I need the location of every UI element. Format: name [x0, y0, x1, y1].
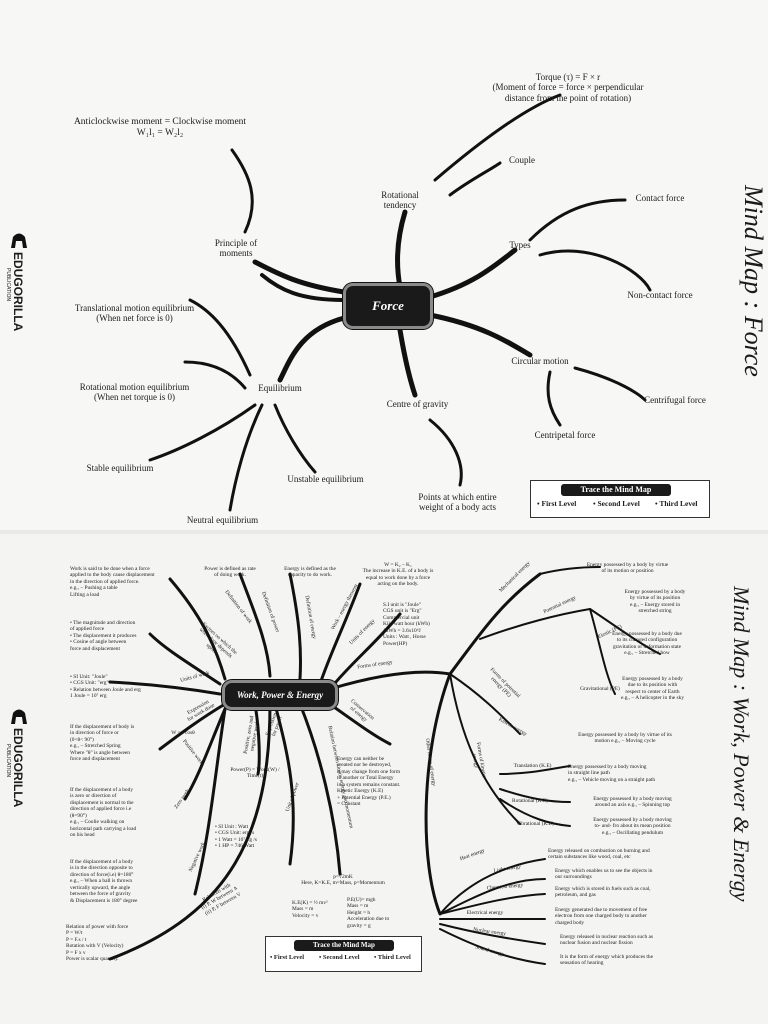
text-relation-power-force: Relation of power with force P = W/t P =…	[66, 924, 129, 963]
text-positive-work: If the displacement of body is in direct…	[70, 724, 135, 763]
node-centre-of-gravity: Centre of gravity	[386, 399, 449, 409]
brand-publication-2: PUBLICATION	[5, 744, 11, 777]
text-electrical-energy: Energy generated due to movement of free…	[555, 907, 648, 926]
force-side-title: Mind Map : Force	[739, 185, 768, 377]
text-power-definition: Power is defined as rate of doing work.	[204, 566, 256, 579]
text-heat-energy: Energy released on combustion on burning…	[548, 848, 650, 861]
text-nuclear-energy: Energy released in nuclear reaction such…	[560, 934, 653, 947]
text-chemical-energy: Energy which is stored in fuels such as …	[555, 886, 651, 899]
text-mechanical-energy: Energy possessed by a body by virtue of …	[586, 562, 669, 575]
text-kinetic-energy: Energy possessed by a body by virtue of …	[578, 732, 672, 745]
trace-legend: Trace the Mind Map • First Level • Secon…	[530, 480, 710, 518]
text-work-energy-theorem: W = K₂ – K₁ The increase in K.E. of a bo…	[362, 562, 434, 588]
label-vibrational-ke: Vibrational (K.E)	[516, 821, 554, 827]
text-vibrational-ke: Energy possessed by a body moving to- an…	[593, 817, 672, 836]
text-negative-work: If the displacement of a body is in the …	[70, 859, 138, 904]
text-ke-formula: K.E(K) = ½ mv² Mass = m Velocity = v	[292, 900, 328, 919]
node-points-entire-weight: Points at which entire weight of a body …	[418, 492, 497, 513]
brand-edugorilla: EDUGORILLA	[11, 252, 25, 332]
text-work-definition: Work is said to be done when a force app…	[70, 566, 155, 598]
text-elastic-pe: Energy possessed by a body due to its ch…	[612, 631, 682, 657]
node-couple: Couple	[509, 155, 535, 165]
node-unstable-equilibrium: Unstable equilibrium	[287, 474, 364, 484]
node-rotational-tendency: Rotational tendency	[381, 190, 419, 211]
trace-legend-2-title: Trace the Mind Map	[294, 940, 394, 951]
node-types: Types	[509, 240, 531, 250]
node-non-contact-force: Non-contact force	[627, 290, 693, 300]
text-power-si-units: • SI Unit : Watt • CGS Unit: erg /s • 1 …	[215, 824, 257, 850]
brand-publication: PUBLICATION	[5, 268, 11, 301]
text-gravitational-pe: Energy possessed by a body due to its po…	[620, 676, 685, 702]
node-principle-of-moments: Principle of moments	[214, 238, 258, 259]
text-momentum-formula: p=√2mK Here, K=K.E, m=Mass, p=Momentum	[301, 874, 385, 887]
node-circular-motion: Circular motion	[511, 356, 569, 366]
legend-2-second-level: • Second Level	[319, 954, 360, 961]
node-centrifugal-force: Centrifugal force	[644, 395, 706, 405]
text-pe-formula: P.E(U)= mgh Mass = m Height = h Accelera…	[347, 897, 390, 929]
node-rotational-equilibrium: Rotational motion equilibrium (When net …	[79, 382, 190, 403]
label-electrical-energy: Electrical energy	[466, 910, 504, 916]
node-centripetal-force: Centripetal force	[534, 430, 596, 440]
text-factors: • The magnitude and direction of applied…	[70, 620, 137, 652]
center-node-work-power-energy: Work, Power & Energy	[222, 680, 338, 710]
label-gravitational-pe: Gravitational (PE)	[580, 686, 620, 692]
trace-legend-2: Trace the Mind Map • First Level • Secon…	[265, 936, 422, 972]
legend-third-level: • Third Level	[655, 499, 698, 508]
text-potential-energy: Energy possessed by a body by virtue of …	[624, 589, 686, 615]
legend-second-level: • Second Level	[593, 499, 640, 508]
node-neutral-equilibrium: Neutral equilibrium	[186, 515, 259, 525]
node-equilibrium: Equilibrium	[258, 383, 302, 393]
work-power-energy-mind-map-page: Work, Power & Energy Work is said to be …	[0, 534, 768, 1024]
label-translation-ke: Translation (K.E)	[513, 763, 552, 769]
text-sound-energy: It is the form of energy which produces …	[560, 954, 654, 967]
text-rotational-ke: Energy possessed by a body moving around…	[593, 796, 672, 809]
trace-legend-title: Trace the Mind Map	[561, 484, 671, 496]
text-w-formula: W = Fcosθ	[171, 730, 195, 736]
text-units-of-work: • SI Unit: "Joule" • CGS Unit: "erg" • R…	[70, 674, 141, 700]
legend-first-level: • First Level	[537, 499, 577, 508]
force-mind-map-page: Force Torque (τ) = F × r (Moment of forc…	[0, 0, 768, 530]
gorilla-logo-icon	[11, 233, 27, 248]
text-translation-ke: Energy possessed by a body moving in str…	[568, 764, 656, 783]
node-stable-equilibrium: Stable equilibrium	[86, 463, 154, 473]
gorilla-logo-icon-2	[11, 709, 27, 724]
text-energy-definition: Energy is defined as the capacity to do …	[284, 566, 336, 579]
wpe-side-title: Mind Map : Work, Power & Energy	[729, 586, 754, 902]
text-light-energy: Energy which enables us to see the objec…	[555, 868, 653, 881]
node-torque: Torque (τ) = F × r (Moment of force = fo…	[492, 72, 644, 103]
text-power-formula: Power(P) = Work(W) / Time(t)	[230, 767, 280, 780]
node-translational-equilibrium: Translational motion equilibrium (When n…	[74, 303, 195, 324]
text-zero-work: If the displacement of a body is zero or…	[70, 787, 137, 839]
label-rotational-ke: Rotational (K.E)	[512, 798, 548, 804]
legend-2-third-level: • Third Level	[374, 954, 411, 961]
force-branch-lines	[148, 93, 652, 512]
center-node-force: Force	[343, 283, 433, 329]
node-moment-equation: Anticlockwise moment = Clockwise moment …	[73, 117, 247, 138]
brand-edugorilla-2: EDUGORILLA	[11, 728, 25, 808]
wpe-branch-lines	[108, 566, 661, 965]
text-units-energy: S.I unit is "Joule" CGS unit is "Erg" Co…	[383, 602, 430, 647]
node-contact-force: Contact force	[635, 193, 685, 203]
legend-2-first-level: • First Level	[270, 954, 305, 961]
text-conservation-energy: Energy can neither be created nor be des…	[337, 756, 401, 808]
